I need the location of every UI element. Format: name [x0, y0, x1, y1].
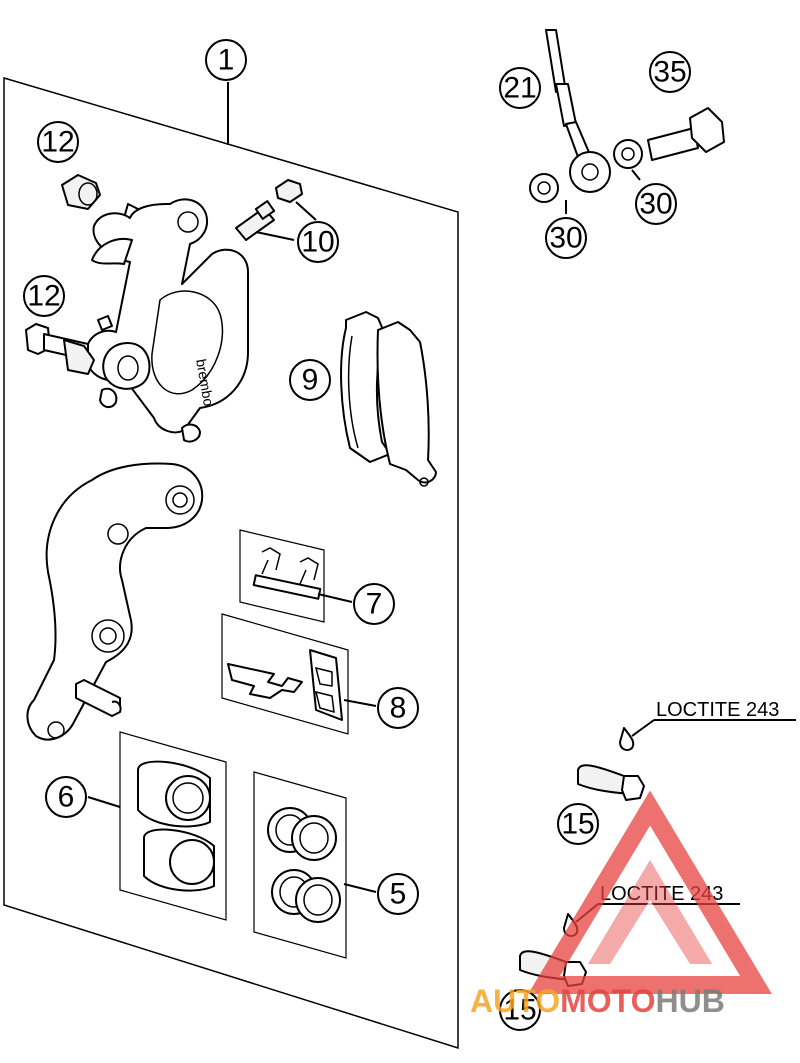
pin-kit-box	[239, 529, 325, 623]
svg-text:12: 12	[27, 280, 60, 313]
bleeder-cap	[61, 174, 101, 210]
callout-12-middle: 12	[23, 275, 65, 317]
banjo-bolt	[647, 107, 725, 161]
svg-text:35: 35	[653, 56, 686, 89]
svg-text:15: 15	[503, 994, 536, 1027]
callout-12-top: 12	[37, 121, 79, 163]
callout-21: 21	[499, 67, 541, 109]
piston-seals	[267, 807, 341, 923]
watermark-text: AUTOMOTOHUB	[470, 983, 725, 1019]
loctite-leader-top	[631, 719, 655, 737]
pistons	[137, 760, 215, 892]
svg-text:7: 7	[366, 588, 383, 621]
leader-6	[87, 796, 121, 808]
spring-plate	[227, 649, 343, 721]
brake-hose	[545, 29, 611, 193]
svg-text:8: 8	[390, 692, 407, 725]
leader-30a	[631, 169, 641, 181]
svg-text:12: 12	[41, 126, 74, 159]
washer-right	[613, 139, 643, 169]
svg-text:1: 1	[218, 44, 235, 77]
callout-7: 7	[353, 583, 395, 625]
svg-text:21: 21	[503, 72, 536, 105]
callout-15-bottom: 15	[499, 989, 541, 1031]
piston-kit-box	[119, 731, 227, 921]
leader-10b	[295, 201, 317, 221]
svg-text:15: 15	[561, 808, 594, 841]
leader-7	[317, 593, 353, 603]
svg-text:30: 30	[549, 222, 582, 255]
loctite-drop-top	[619, 727, 635, 751]
svg-text:10: 10	[301, 226, 334, 259]
leader-5	[343, 883, 377, 893]
caliper-bracket	[26, 462, 204, 741]
bleeder-screw	[235, 179, 303, 241]
brake-caliper: brembo	[84, 198, 249, 443]
callout-30-right: 30	[635, 183, 677, 225]
svg-text:30: 30	[639, 188, 672, 221]
pin-kit	[252, 547, 322, 600]
seal-kit-box	[253, 771, 347, 959]
callout-6: 6	[45, 776, 87, 818]
washer-left	[529, 173, 559, 203]
svg-text:9: 9	[302, 364, 319, 397]
callout-15-top: 15	[557, 803, 599, 845]
leader-8	[343, 699, 377, 707]
watermark-auto: AUTO	[470, 983, 560, 1019]
callout-8: 8	[377, 687, 419, 729]
callout-30-left: 30	[545, 217, 587, 259]
caliper-pin-bolt	[25, 323, 95, 375]
watermark-hub: HUB	[655, 983, 724, 1019]
callout-35: 35	[649, 51, 691, 93]
callout-5: 5	[377, 873, 419, 915]
brake-pads	[340, 311, 437, 487]
watermark-moto: MOTO	[560, 983, 655, 1019]
callout-9: 9	[289, 359, 331, 401]
mounting-bolt-top	[577, 764, 645, 801]
svg-text:6: 6	[58, 781, 75, 814]
svg-text:5: 5	[390, 878, 407, 911]
automotohub-watermark	[528, 790, 772, 994]
leader-10	[255, 231, 295, 241]
loctite-note-top: LOCTITE 243	[656, 699, 779, 721]
callout-1: 1	[205, 39, 247, 81]
spring-kit-box	[221, 613, 349, 735]
callout-10: 10	[297, 221, 339, 263]
